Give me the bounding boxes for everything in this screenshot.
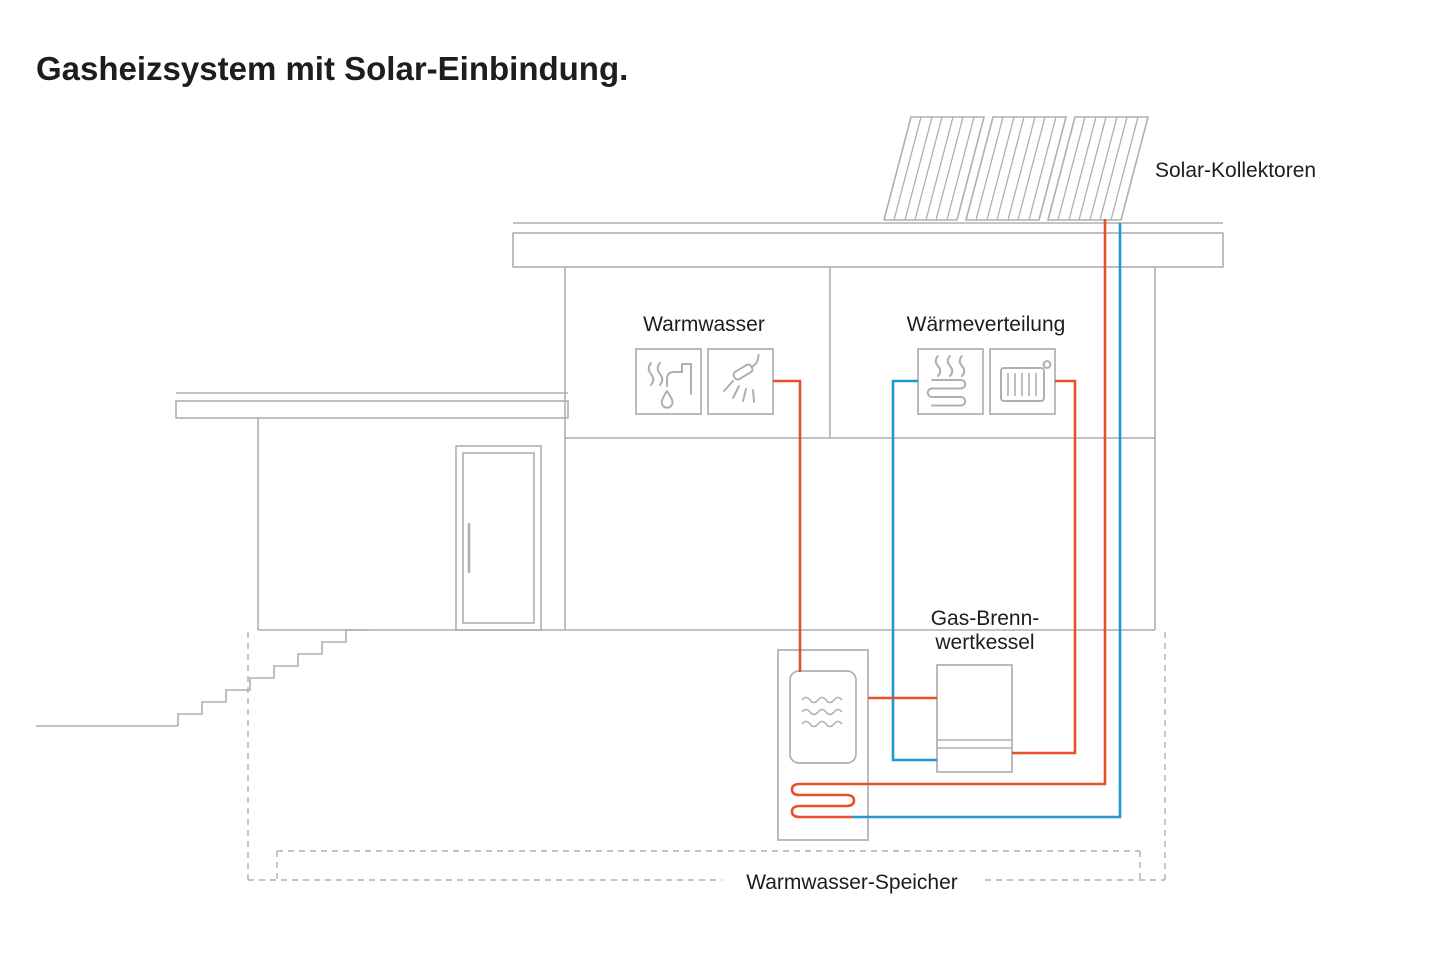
underfloor-heating-icon xyxy=(926,355,967,407)
solar-panel-icon xyxy=(965,116,1067,221)
gas-boiler-body xyxy=(936,664,1013,773)
door-frame xyxy=(455,445,542,631)
annex-roof-slab xyxy=(175,400,569,419)
hot-water-label: Warmwasser xyxy=(643,313,765,336)
solar-collectors xyxy=(883,116,1149,221)
storage-label: Warmwasser-Speicher xyxy=(746,871,958,894)
tap-icon xyxy=(647,362,692,409)
heating-supply-pipe xyxy=(1012,379,1077,755)
page-title: Gasheizsystem mit Solar-Einbindung. xyxy=(36,50,628,87)
roof-slab xyxy=(512,232,1224,268)
heat-distribution-label: Wärmeverteilung xyxy=(907,313,1066,336)
storage-tank-inner-vessel xyxy=(789,670,857,764)
heat-distribution-icons xyxy=(917,348,1056,415)
house-outline xyxy=(36,222,1224,727)
solar-panel-icon xyxy=(883,116,985,221)
stairs xyxy=(177,629,370,726)
water-wave-icon xyxy=(801,696,843,704)
door-panel xyxy=(462,452,535,624)
solar-supply-pipe xyxy=(790,219,1107,819)
shower-icon-box xyxy=(707,348,774,415)
radiator-icon xyxy=(1000,360,1052,402)
pipes xyxy=(773,219,1122,819)
hot-water-pipe xyxy=(773,379,802,672)
gas-boiler-label-line1: Gas-Brenn- xyxy=(931,607,1040,630)
solar-return-pipe xyxy=(852,223,1122,819)
gas-boiler-label-line2: wertkessel xyxy=(934,631,1034,654)
heating-return-pipe xyxy=(891,379,937,762)
solar-collectors-label: Solar-Kollektoren xyxy=(1155,159,1316,182)
underfloor-heating-icon-box xyxy=(917,348,984,415)
basement-outline xyxy=(247,632,1166,881)
solar-panel-icon xyxy=(1047,116,1149,221)
shower-icon xyxy=(723,354,760,403)
water-wave-icon xyxy=(801,708,843,716)
storage-label-backing xyxy=(722,866,982,898)
gas-boiler xyxy=(936,664,1013,773)
hot-water-icons xyxy=(635,348,774,415)
water-wave-icon xyxy=(801,720,843,728)
